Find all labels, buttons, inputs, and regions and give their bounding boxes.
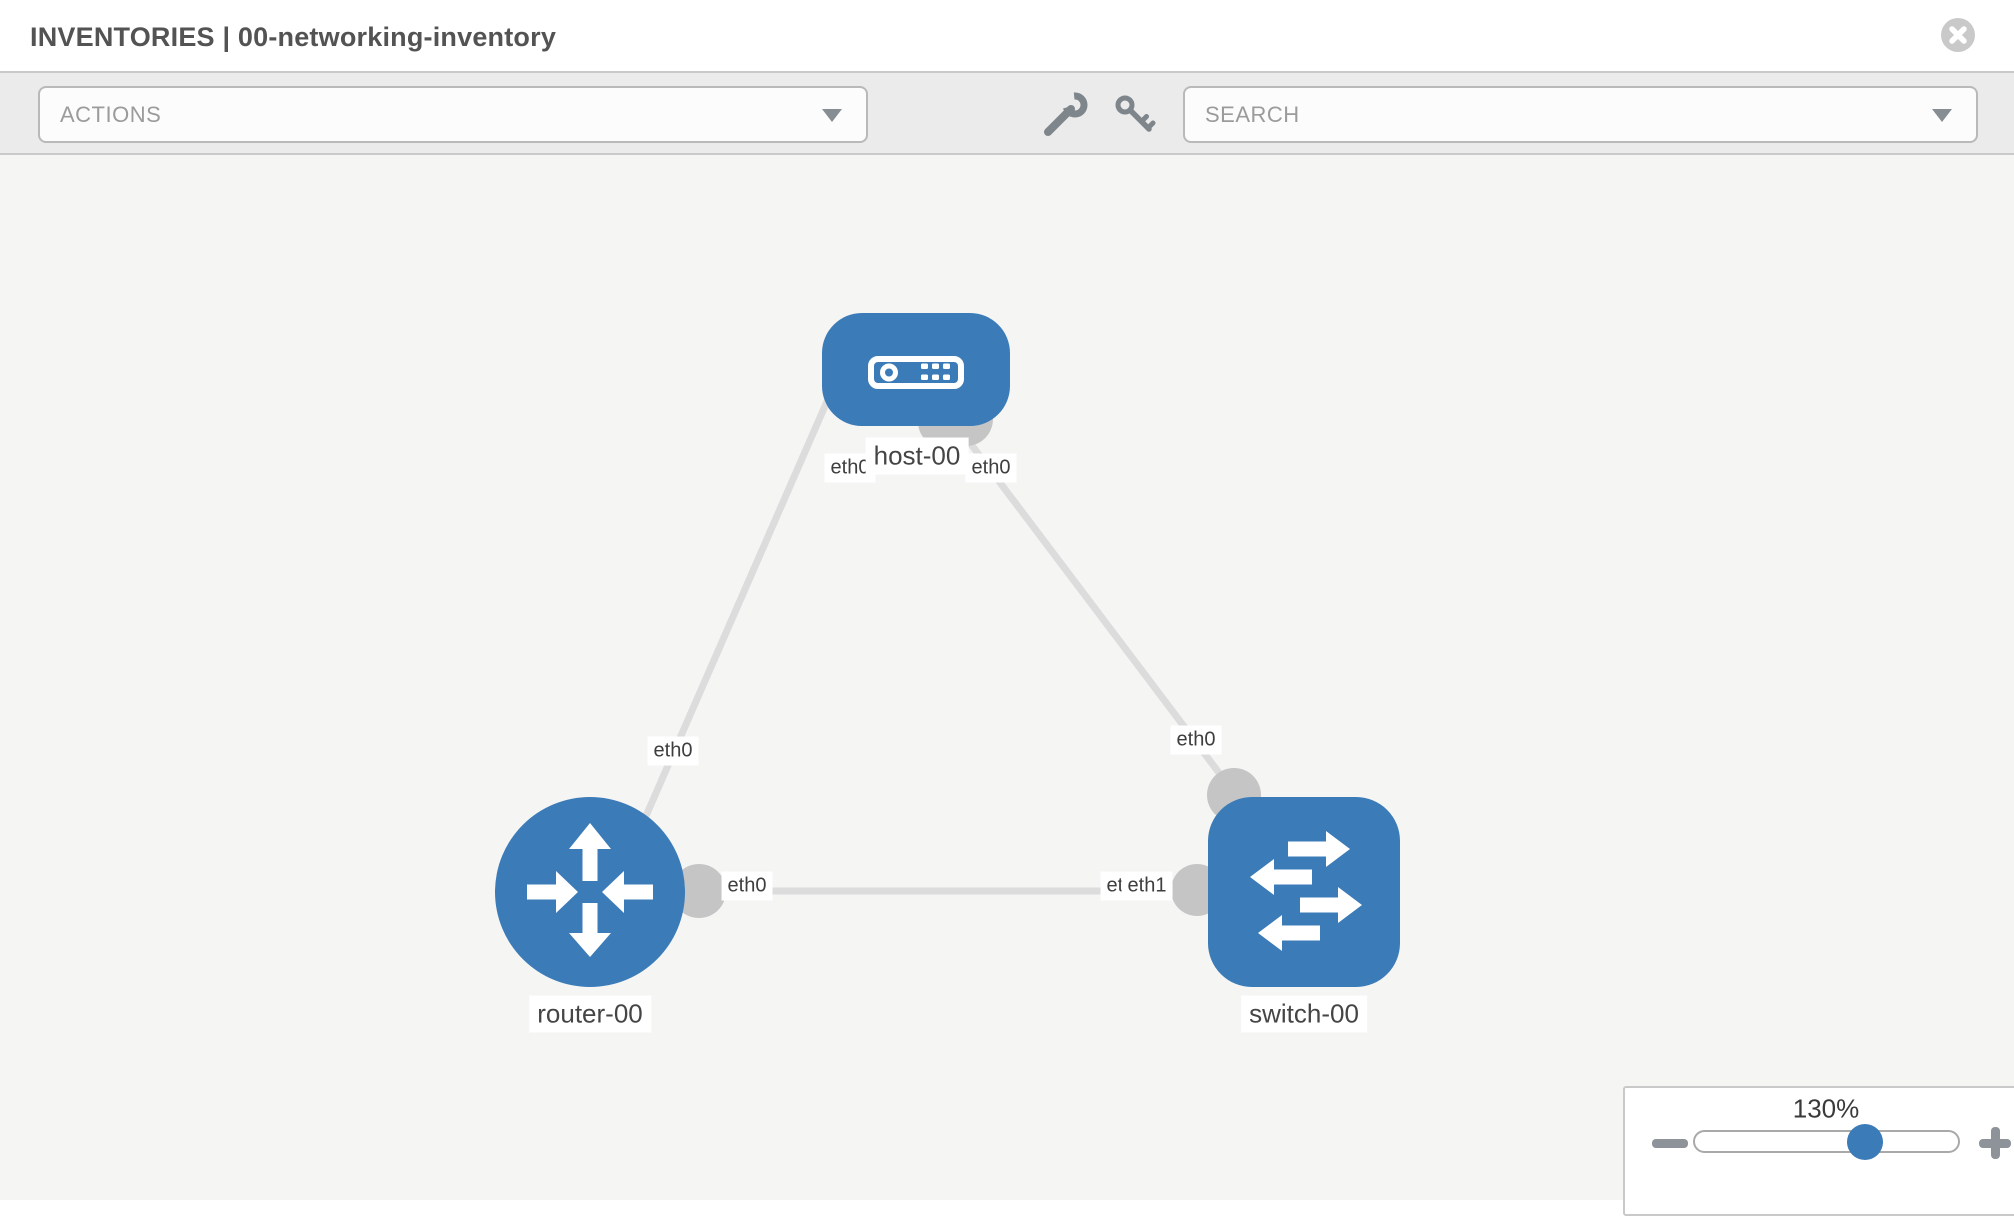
title-bar: INVENTORIES | 00-networking-inventory [0, 0, 2014, 71]
zoom-level: 130% [1792, 1093, 1860, 1124]
actions-dropdown-label: ACTIONS [60, 102, 162, 127]
router-icon [527, 823, 653, 957]
switch-icon [1250, 831, 1362, 951]
wrench-button[interactable] [1041, 73, 1089, 155]
key-button[interactable] [1111, 73, 1159, 155]
link-host-router[interactable] [614, 388, 836, 882]
interface-label: eth0 [647, 736, 699, 766]
node-label-router: router-00 [529, 995, 651, 1033]
search-dropdown-label: SEARCH [1205, 102, 1300, 127]
actions-dropdown[interactable]: ACTIONS [38, 86, 868, 143]
zoom-panel: 130% [1623, 1086, 2014, 1216]
interface-label: eth0 [965, 453, 1017, 483]
interface-label: eth0 [721, 871, 773, 901]
search-dropdown[interactable]: SEARCH [1183, 86, 1978, 143]
zoom-slider-handle[interactable] [1847, 1124, 1883, 1160]
node-label-switch: switch-00 [1241, 995, 1367, 1033]
close-button[interactable] [1941, 18, 1975, 52]
connection-point [672, 864, 726, 918]
topology-canvas[interactable] [0, 155, 2014, 1200]
chevron-down-icon [822, 109, 842, 122]
chevron-down-icon [1932, 109, 1952, 122]
wrench-icon [1044, 92, 1088, 136]
node-router-00[interactable] [495, 797, 685, 987]
zoom-out-button[interactable] [1652, 1139, 1688, 1148]
node-switch-00[interactable] [1208, 797, 1400, 987]
key-icon [1115, 95, 1156, 132]
interface-label: eth1 [1121, 871, 1173, 901]
node-label-host: host-00 [865, 437, 969, 475]
interface-label: eth0 [1170, 725, 1222, 755]
toolbar: ACTIONS SEARCH [0, 71, 2014, 155]
host-icon [868, 356, 964, 389]
zoom-slider-track[interactable] [1693, 1130, 1960, 1153]
page-title: INVENTORIES | 00-networking-inventory [30, 22, 557, 52]
node-host-00[interactable] [822, 313, 1010, 426]
zoom-in-button[interactable] [1978, 1126, 2012, 1160]
